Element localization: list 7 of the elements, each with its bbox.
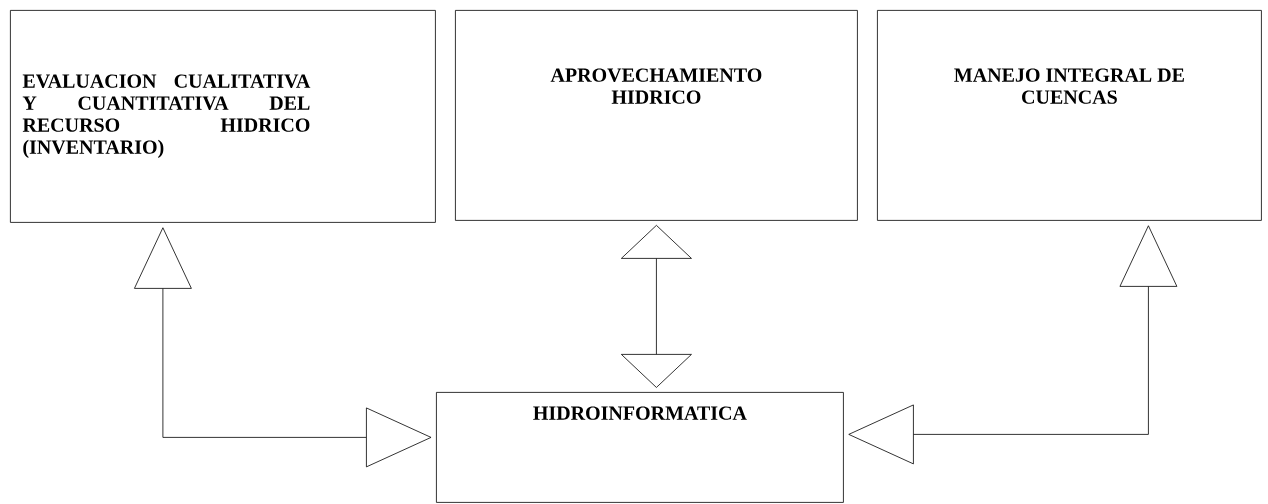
arrow [134, 227, 432, 468]
arrow [620, 224, 692, 388]
process-box: EVALUACION CUALITATIVA Y CUANTITATIVA DEL RECURSO HIDRICO (INVENTARIO) [10, 10, 436, 223]
arrow [848, 225, 1178, 465]
process-box: HIDROINFORMATICA [436, 392, 844, 503]
process-box: MANEJO INTEGRAL DE CUENCAS [877, 10, 1262, 221]
process-box: APROVECHAMIENTO HIDRICO [455, 10, 858, 221]
